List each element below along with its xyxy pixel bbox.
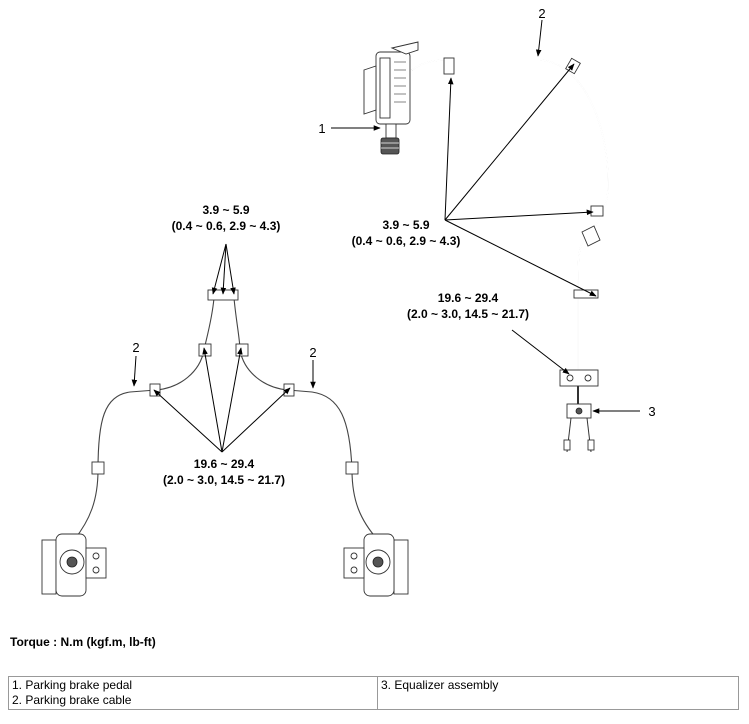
torque-lower-left-value: 19.6 ~ 29.4 [194, 457, 255, 471]
front-cable [411, 57, 609, 387]
legend-row: 1. Parking brake pedal 2. Parking brake … [8, 676, 739, 710]
torque-upper-left-value: 3.9 ~ 5.9 [202, 203, 249, 217]
torque-upper-right-alt: (0.4 ~ 0.6, 2.9 ~ 4.3) [352, 234, 461, 248]
legend-cell-left: 1. Parking brake pedal 2. Parking brake … [8, 676, 378, 710]
legend-item-1: 1. Parking brake pedal [12, 678, 133, 692]
callout-leader-lines [131, 19, 640, 414]
parking-brake-diagram: 3.9 ~ 5.9 (0.4 ~ 0.6, 2.9 ~ 4.3) 3.9 ~ 5… [41, 6, 656, 597]
callout-2-right: 2 [309, 345, 316, 360]
torque-upper-left-alt: (0.4 ~ 0.6, 2.9 ~ 4.3) [172, 219, 281, 233]
torque-leader-lines [153, 63, 597, 453]
legend-cell-right: 3. Equalizer assembly [377, 676, 739, 710]
left-rear-brake [41, 533, 107, 597]
torque-upper-right-value: 3.9 ~ 5.9 [382, 218, 429, 232]
legend-item-2: 2. Parking brake cable [12, 693, 132, 707]
callout-1: 1 [318, 121, 325, 136]
right-rear-brake [343, 533, 409, 597]
torque-lower-left-alt: (2.0 ~ 3.0, 14.5 ~ 21.7) [163, 473, 285, 487]
torque-unit-label: Torque : N.m (kgf.m, lb-ft) [10, 635, 156, 649]
equalizer-assembly [563, 386, 595, 453]
legend-item-3: 3. Equalizer assembly [381, 678, 499, 692]
rear-cables [73, 289, 379, 541]
callout-2-top: 2 [538, 6, 545, 21]
callout-3: 3 [648, 404, 655, 419]
callout-2-left: 2 [132, 340, 139, 355]
torque-lower-right-value: 19.6 ~ 29.4 [438, 291, 499, 305]
torque-lower-right-alt: (2.0 ~ 3.0, 14.5 ~ 21.7) [407, 307, 529, 321]
legend-table: 1. Parking brake pedal 2. Parking brake … [8, 676, 739, 710]
parking-brake-pedal [363, 41, 419, 155]
